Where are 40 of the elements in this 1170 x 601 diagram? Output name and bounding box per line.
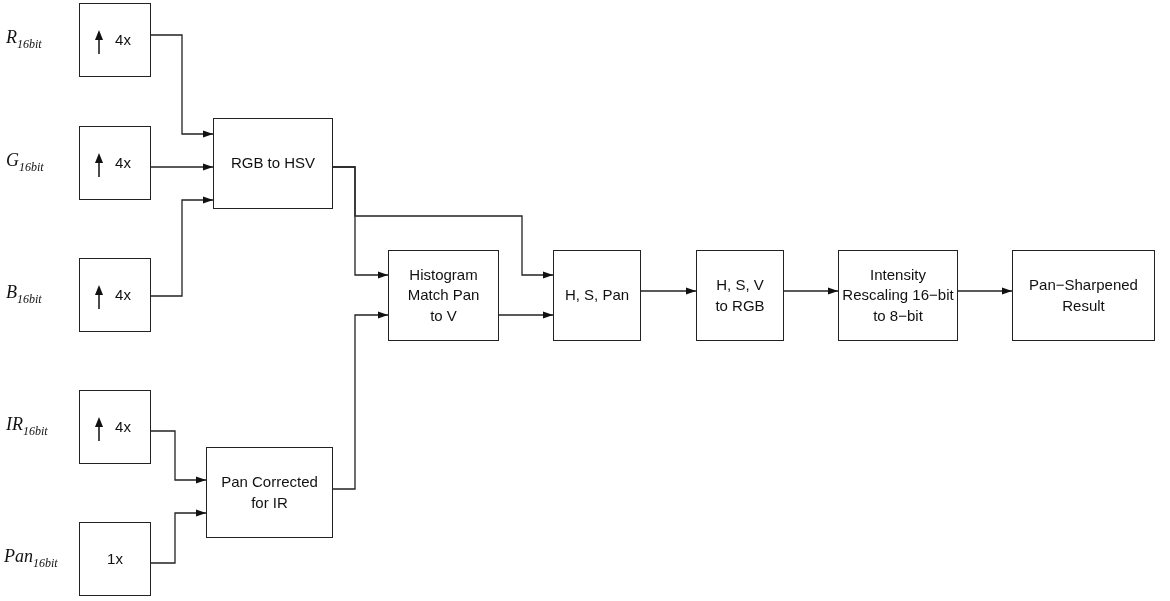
channel-label: R$_{16bit}$	[6, 27, 42, 52]
arrow	[150, 509, 207, 564]
upsample-box	[79, 390, 151, 464]
box-label: H, S, Pan	[564, 285, 630, 306]
upsample-box	[79, 3, 151, 77]
box-label: Pan−Sharpened Result	[1028, 275, 1139, 316]
arrow	[498, 311, 554, 319]
box-label: Pan Corrected for IR	[220, 472, 319, 513]
process-box	[213, 118, 333, 209]
arrow	[957, 287, 1013, 295]
arrow	[783, 287, 839, 295]
process-box	[553, 250, 641, 341]
box-label: 4x	[115, 29, 131, 50]
process-box	[79, 522, 151, 596]
channel-label: B$_{16bit}$	[6, 282, 42, 307]
box-label: 4x	[115, 284, 131, 305]
upsample-box	[79, 126, 151, 200]
upsample-box	[79, 258, 151, 332]
box-label: 4x	[115, 152, 131, 173]
arrow	[332, 166, 554, 279]
arrow	[150, 34, 214, 138]
arrow	[332, 311, 389, 490]
process-box	[206, 447, 333, 538]
box-label: Histogram Match Pan to V	[406, 265, 481, 326]
process-box	[838, 250, 958, 341]
arrow	[640, 287, 697, 295]
box-label: H, S, V to RGB	[714, 275, 766, 316]
process-box	[1012, 250, 1155, 341]
box-label: Intensity Rescaling 16−bit to 8−bit	[841, 265, 955, 326]
channel-label: IR$_{16bit}$	[6, 414, 48, 439]
channel-label: Pan$_{16bit}$	[4, 546, 58, 571]
process-box	[696, 250, 784, 341]
box-label: 4x	[115, 416, 131, 437]
box-label: 1x	[107, 548, 123, 569]
process-box	[388, 250, 499, 341]
box-label: RGB to HSV	[230, 153, 316, 174]
arrow	[150, 163, 214, 171]
arrow	[150, 430, 207, 484]
arrow	[150, 196, 214, 297]
channel-label: G$_{16bit}$	[6, 150, 44, 175]
